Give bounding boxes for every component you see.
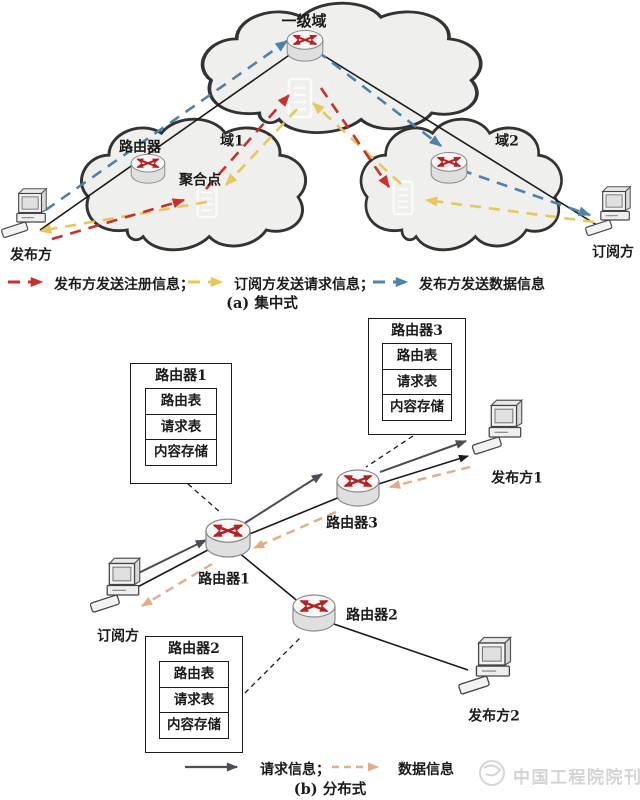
pc-icon <box>89 557 141 614</box>
registration-info-arrows-a <box>51 87 391 241</box>
legend-swatch-data-b <box>332 762 380 772</box>
router1-request-table: 请求表 <box>145 413 217 441</box>
caption-part-b: (b) 分布式 <box>293 781 367 798</box>
router3-box-title: 路由器3 <box>391 323 443 339</box>
router1-routing-table: 路由表 <box>145 388 217 415</box>
legend-label-data-a: 发布方发送数据信息 <box>419 277 545 293</box>
router-icon <box>131 154 165 183</box>
router2-info-box: 路由器2 路由表 请求表 内容存储 <box>145 636 243 753</box>
label-top-domain: 一级域 <box>281 11 327 30</box>
router3-icon <box>337 470 379 506</box>
router-icon <box>431 153 467 184</box>
label-router1: 路由器1 <box>198 571 250 588</box>
router1-content-store: 内容存储 <box>145 439 217 466</box>
router-icon <box>287 31 323 62</box>
router2-content-store: 内容存储 <box>159 712 229 739</box>
router2-icon <box>293 595 335 631</box>
label-aggregation-point: 聚合点 <box>179 172 221 189</box>
router3-info-box: 路由器3 路由表 请求表 内容存储 <box>368 318 466 435</box>
router1-icon <box>206 519 250 557</box>
label-router3: 路由器3 <box>326 515 378 532</box>
label-publisher-a: 发布方 <box>10 247 52 264</box>
caption-part-a: (a) 集中式 <box>226 295 298 312</box>
router1-info-box: 路由器1 路由表 请求表 内容存储 <box>130 363 232 484</box>
label-domain1: 域1 <box>220 133 244 150</box>
pc-icon <box>0 188 47 239</box>
router3-routing-table: 路由表 <box>382 343 452 370</box>
journal-watermark-label: 中国工程院院刊 <box>513 768 640 788</box>
router2-box-title: 路由器2 <box>168 641 220 657</box>
legend-swatch-data-a <box>373 277 409 287</box>
journal-logo-icon <box>479 760 505 786</box>
label-domain2: 域2 <box>495 133 519 150</box>
router1-box-title: 路由器1 <box>155 368 207 384</box>
label-publisher1: 发布方1 <box>491 470 543 487</box>
pc-icon <box>471 399 523 456</box>
legend-label-data-b: 数据信息 <box>398 762 454 778</box>
cloud-top-domain <box>200 1 483 135</box>
router3-content-store: 内容存储 <box>382 394 452 421</box>
label-router-a: 路由器 <box>119 139 161 156</box>
pc-icon <box>584 186 631 237</box>
backbone-links-a <box>39 43 601 231</box>
legend-label-request-a: 订阅方发送请求信息； <box>234 277 374 293</box>
router3-request-table: 请求表 <box>382 368 452 396</box>
pc-icon <box>457 636 512 696</box>
legend-label-registration: 发布方发送注册信息； <box>54 277 194 293</box>
label-subscriber-b: 订阅方 <box>97 628 139 645</box>
callout-lines-b <box>187 435 414 694</box>
label-router2: 路由器2 <box>346 607 398 624</box>
data-info-arrows-b <box>141 465 471 608</box>
label-publisher2: 发布方2 <box>468 708 520 725</box>
legend-swatch-request-b <box>185 762 239 772</box>
data-info-arrows-a <box>29 39 592 223</box>
legend-swatch-registration <box>8 277 44 287</box>
legend-swatch-request-a <box>188 277 224 287</box>
router2-request-table: 请求表 <box>159 686 229 714</box>
router2-routing-table: 路由表 <box>159 661 229 688</box>
label-subscriber-a: 订阅方 <box>592 244 634 261</box>
legend-label-request-b: 请求信息； <box>260 762 330 778</box>
